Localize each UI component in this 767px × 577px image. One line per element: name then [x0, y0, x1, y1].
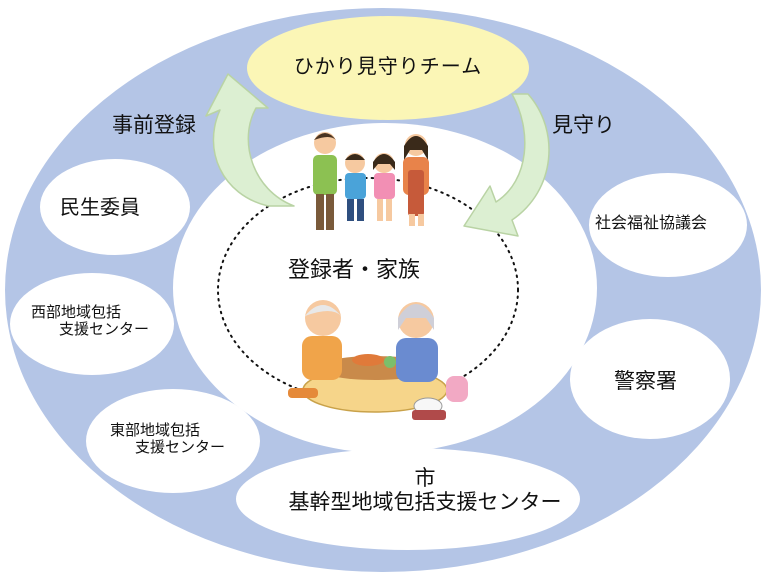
- watch-label: 見守り: [552, 113, 615, 137]
- city-label: 市 基幹型地域包括支援センター: [250, 466, 600, 514]
- minsei-label: 民生委員: [60, 195, 140, 219]
- tobu-ellipse: [86, 389, 260, 493]
- family-illustration: [313, 132, 429, 230]
- family-label: 登録者・家族: [288, 258, 421, 283]
- tobu-label: 東部地域包括 支援センター: [110, 421, 226, 457]
- elderly-couple-illustration: [288, 300, 468, 420]
- shakai-ellipse: [589, 173, 747, 277]
- team-ellipse: [247, 16, 529, 120]
- city-ellipse: [236, 448, 580, 550]
- team-label: ひかり見守りチーム: [293, 54, 483, 78]
- pre-registration-label: 事前登録: [112, 113, 196, 137]
- left-arrow: [205, 73, 295, 207]
- keisatsu-ellipse: [570, 319, 730, 439]
- tobu-label-line1: 東部地域包括: [110, 421, 201, 439]
- seibu-label-line2: 支援センター: [59, 320, 150, 339]
- shakai-label: 社会福祉協議会: [595, 213, 708, 232]
- seibu-label: 西部地域包括 支援センター: [31, 303, 150, 339]
- city-label-line2: 基幹型地域包括支援センター: [288, 490, 562, 515]
- keisatsu-label: 警察署: [614, 369, 677, 393]
- seibu-ellipse: [10, 273, 174, 375]
- seibu-label-line1: 西部地域包括: [31, 303, 122, 321]
- dotted-circle: [217, 177, 519, 403]
- tobu-label-line2: 支援センター: [135, 438, 226, 457]
- city-label-line1: 市: [414, 466, 436, 490]
- minsei-ellipse: [40, 159, 190, 255]
- right-arrow: [463, 93, 550, 237]
